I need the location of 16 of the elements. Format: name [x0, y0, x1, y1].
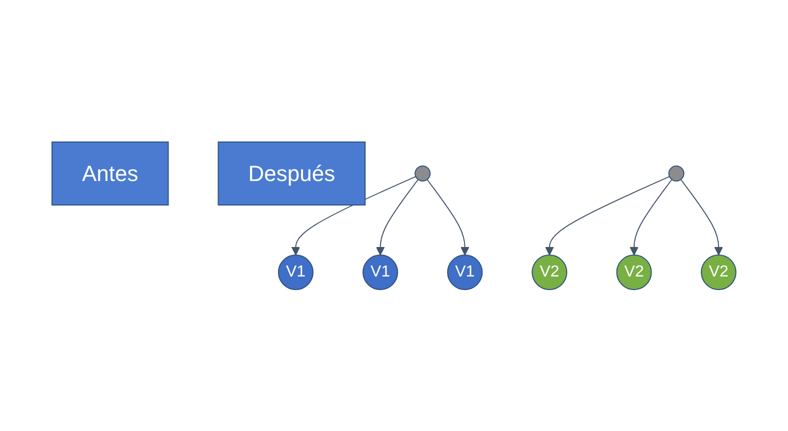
node-circle: V1 — [447, 254, 483, 290]
arrow — [545, 176, 670, 256]
node-circle — [668, 165, 684, 182]
arrow — [291, 176, 416, 256]
node-circle: V1 — [278, 254, 314, 290]
arrow — [680, 178, 724, 256]
node-circle: V2 — [700, 254, 736, 290]
node-box: Después — [218, 141, 366, 206]
node-circle: V2 — [616, 254, 652, 290]
node-box: Antes — [52, 141, 169, 206]
node-circle — [414, 165, 431, 182]
arrow — [426, 178, 470, 256]
node-circle: V2 — [532, 254, 568, 290]
arrow — [630, 178, 672, 256]
node-circle: V1 — [362, 254, 398, 290]
arrow — [376, 178, 419, 256]
